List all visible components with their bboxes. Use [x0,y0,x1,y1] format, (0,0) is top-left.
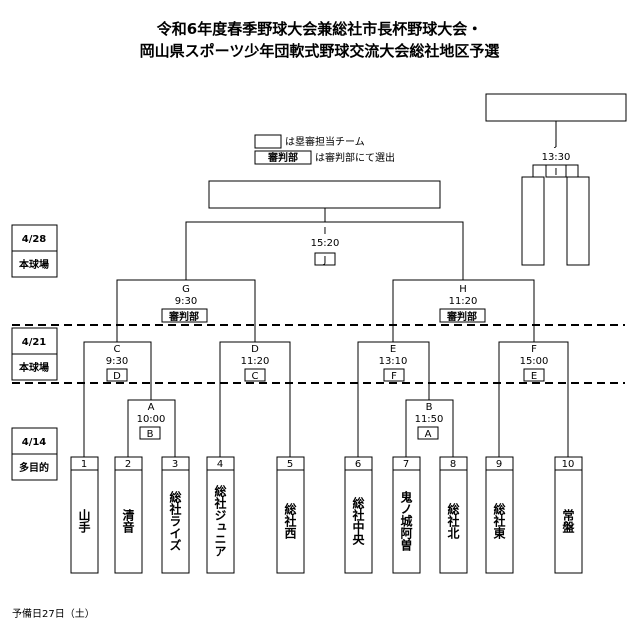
venue-box-3 [11,453,58,481]
team-number: 1 [81,459,87,470]
game-id: F [531,344,537,355]
page-title: 令和6年度春季野球大会兼総社市長杯野球大会・ 岡山県スポーツ少年団軟式野球交流大… [0,18,639,62]
legend-referee-text: は審判部にて選出 [315,151,395,164]
game-umpire: 審判部 [446,310,477,323]
team-name: 総社ライズ [168,490,182,551]
game-time: 11:20 [449,296,478,307]
game-id: J [554,138,558,149]
venue-label-1: 本球場 [19,258,49,271]
title-line-2: 岡山県スポーツ少年団軟式野球交流大会総社地区予選 [139,42,500,60]
footnote: 予備日27日（土） [12,609,95,620]
game-id: D [251,344,259,355]
game-time: 13:30 [542,152,571,163]
game-umpire: D [113,371,121,382]
game-b-umpire-box [417,426,439,440]
venue-box-2 [11,353,58,381]
game-umpire: 審判部 [168,310,199,323]
game-id: G [182,284,190,295]
venue-label-2: 本球場 [19,361,49,374]
team-name: 鬼ノ城阿曽 [399,490,413,552]
team-number: 7 [403,459,409,470]
game-umpire: I [555,167,558,178]
game-umpire: F [391,371,397,382]
game-time: 11:20 [241,356,270,367]
legend-referee-label: 審判部 [267,151,298,164]
third-place-result-box [485,93,627,122]
team-number: 2 [125,459,131,470]
venue-label-3: 多目的 [19,461,49,474]
game-time: 10:00 [137,414,166,425]
game-time: 15:20 [311,238,340,249]
game-id: E [390,344,396,355]
legend-umpire-text: は塁審担当チーム [285,135,365,148]
game-time: 15:00 [520,356,549,367]
game-umpire: A [425,429,432,440]
game-id: C [114,344,121,355]
legend-referee-box [254,150,312,165]
date-label-3: 4/14 [22,437,47,448]
venue-box-1 [11,250,58,278]
team-name: 総社ジュニア [213,484,227,557]
game-umpire: J [323,255,327,266]
team-name: 常盤 [561,508,575,533]
game-umpire: C [252,371,259,382]
game-a-umpire-box [139,426,161,440]
team-name: 総社西 [283,502,297,540]
game-umpire: E [531,371,537,382]
game-umpire: B [147,429,154,440]
team-number: 9 [496,459,502,470]
game-time: 9:30 [175,296,197,307]
game-id: H [459,284,467,295]
game-time: 11:50 [415,414,444,425]
team-number: 6 [355,459,361,470]
team-number: 10 [562,459,575,470]
team-number: 4 [217,459,223,470]
game-id: I [324,226,327,237]
game-id: B [426,402,433,413]
game-id: A [148,402,155,413]
game-time: 13:10 [379,356,408,367]
team-name: 清音 [121,508,135,534]
legend-blank-box [254,134,282,149]
team-name: 総社東 [492,502,506,540]
team-number: 5 [287,459,293,470]
team-name: 総社北 [446,502,460,540]
title-line-1: 令和6年度春季野球大会兼総社市長杯野球大会・ [156,20,483,38]
team-name: 総社中央 [351,496,365,546]
final-result-box [208,180,441,209]
game-time: 9:30 [106,356,128,367]
date-label-2: 4/21 [22,337,47,348]
team-number: 3 [172,459,178,470]
team-name: 山手 [77,508,91,534]
date-label-1: 4/28 [22,234,47,245]
team-number: 8 [450,459,456,470]
